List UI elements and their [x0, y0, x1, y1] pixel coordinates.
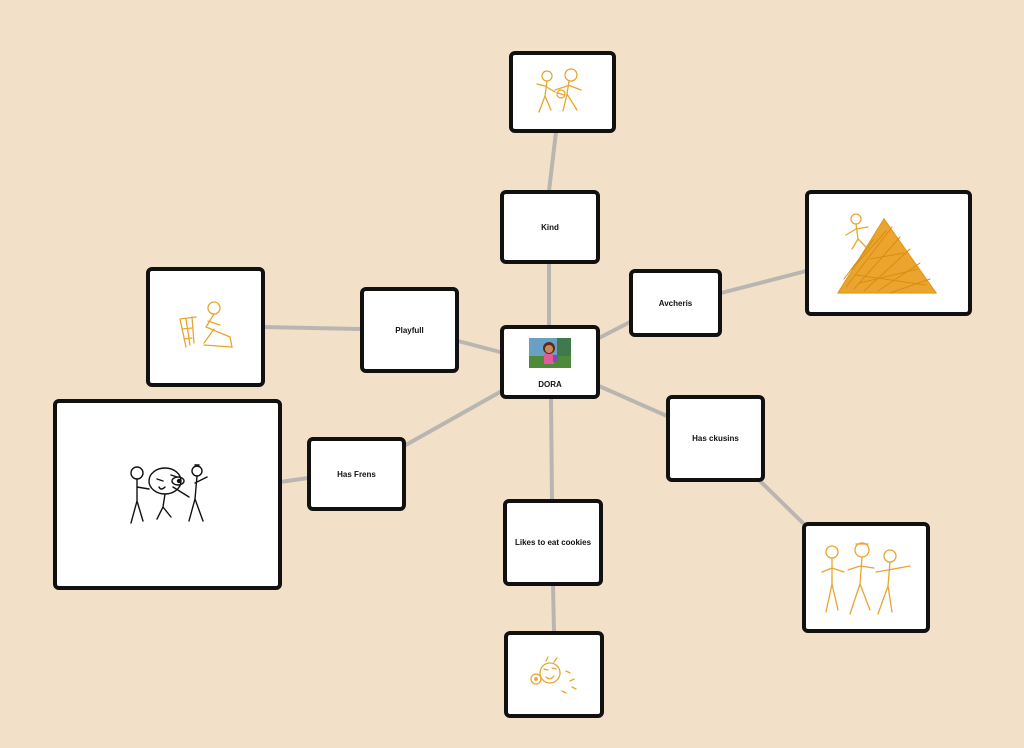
- node-has-frens[interactable]: Has Frens: [307, 437, 406, 511]
- edge-center-cookies: [549, 396, 554, 502]
- node-avcheris-label: Avcheris: [658, 298, 693, 308]
- edge-has-frens-drawing: [278, 476, 310, 484]
- node-has-ckusins-label: Has ckusins: [692, 434, 739, 443]
- edge-center-avcheris: [597, 320, 632, 340]
- friends-drawing: [129, 463, 208, 524]
- drawing-has-ckusins[interactable]: [802, 522, 930, 633]
- drawing-has-frens[interactable]: [53, 399, 282, 590]
- node-avcheris[interactable]: Avcheris: [629, 269, 722, 337]
- node-has-frens-label: Has Frens: [337, 469, 376, 479]
- cookie-eater-drawing: [530, 655, 577, 694]
- edge-has-ckusins-drawing: [758, 479, 807, 527]
- drawing-likes-cookies[interactable]: [504, 631, 604, 718]
- playing-figure-drawing: [178, 301, 233, 348]
- center-node-dora[interactable]: DORA: [500, 325, 600, 399]
- mountain-climber-drawing: [836, 213, 937, 294]
- node-has-ckusins[interactable]: Has ckusins: [666, 395, 765, 482]
- hugging-figures-drawing: [535, 68, 582, 113]
- node-kind[interactable]: Kind: [500, 190, 600, 264]
- edge-center-playfull: [456, 339, 502, 354]
- node-kind-label: Kind: [541, 222, 559, 232]
- edge-center-has-frens: [402, 390, 502, 448]
- node-playfull-label: Playfull: [395, 325, 424, 335]
- cousins-drawing: [821, 541, 911, 615]
- node-likes-cookies-label: Likes to eat cookies: [514, 538, 592, 547]
- edge-playfull-drawing: [261, 325, 362, 331]
- dora-photo-image: [529, 337, 571, 368]
- drawing-avcheris[interactable]: [805, 190, 972, 316]
- drawing-kind[interactable]: [509, 51, 616, 133]
- center-node-label: DORA: [538, 379, 562, 389]
- edge-kind-drawing: [547, 130, 558, 193]
- edge-center-has-ckusins: [597, 384, 669, 418]
- node-likes-cookies[interactable]: Likes to eat cookies: [503, 499, 603, 586]
- drawing-playfull[interactable]: [146, 267, 265, 387]
- node-playfull[interactable]: Playfull: [360, 287, 459, 373]
- edge-avcheris-drawing: [719, 269, 808, 295]
- edge-cookies-drawing: [551, 583, 556, 634]
